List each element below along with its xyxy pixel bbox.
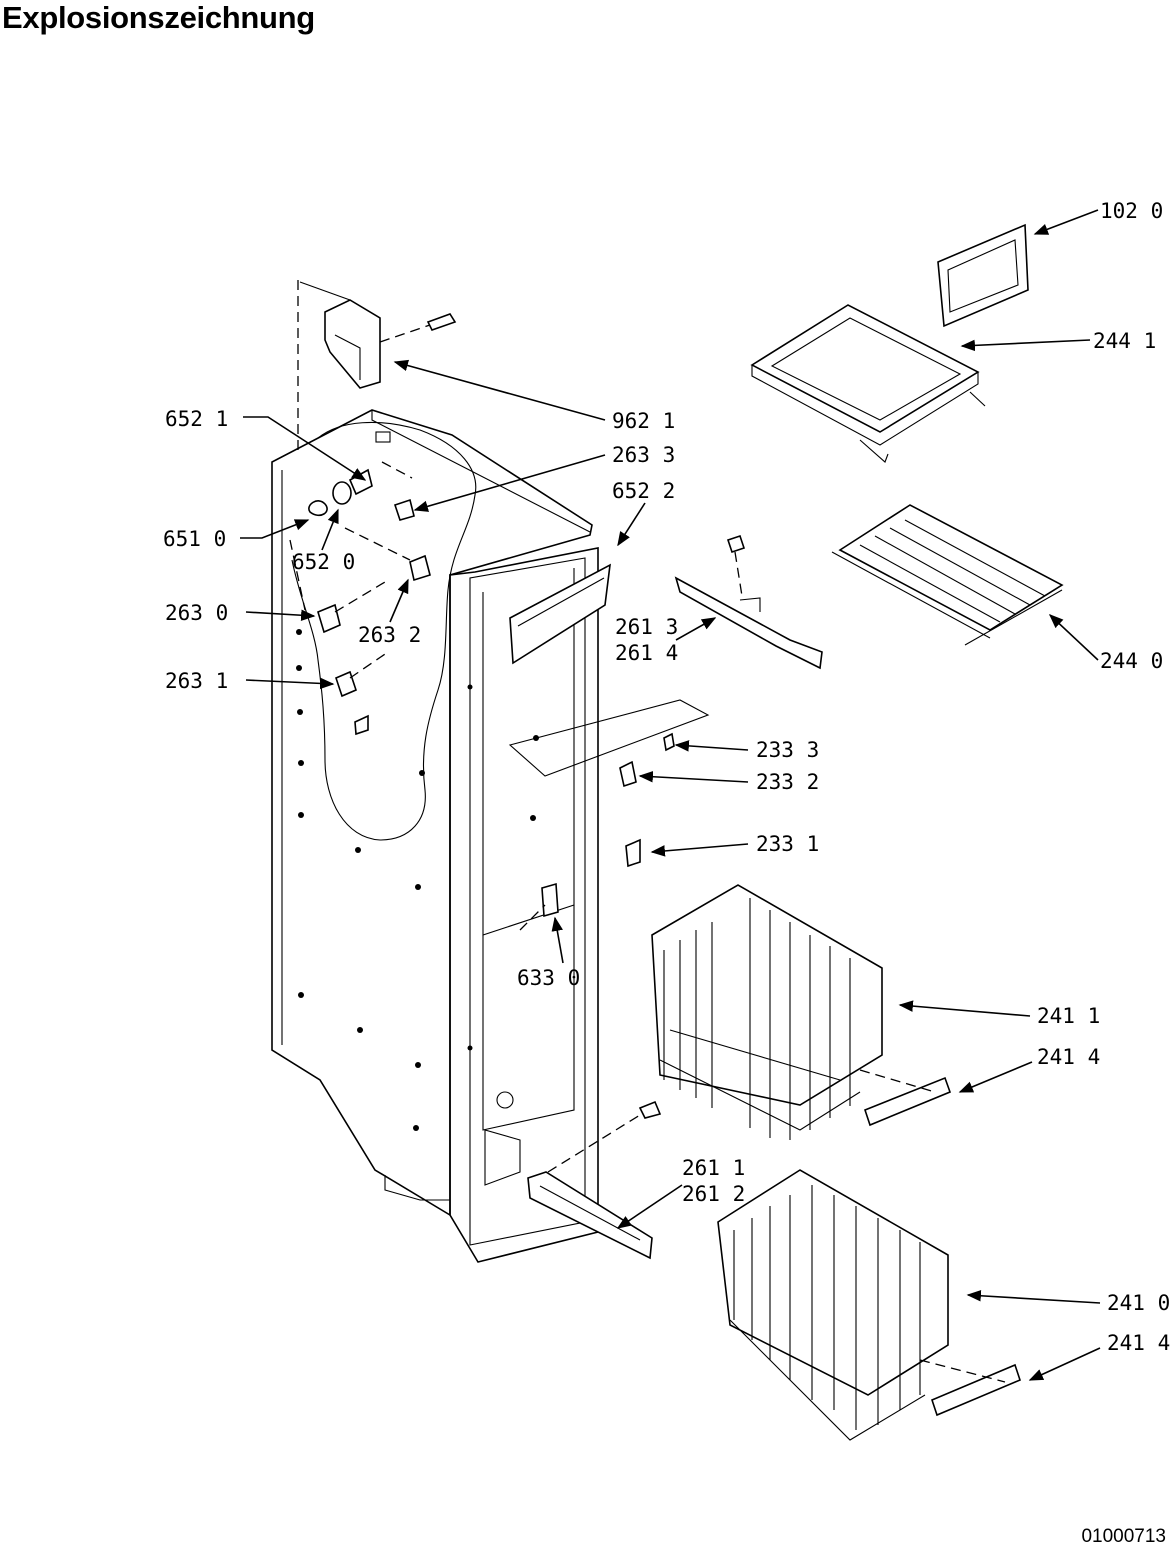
lamp-assembly [308,461,431,736]
callout-241-4-upper: 241 4 [1037,1045,1100,1069]
callout-263-0: 263 0 [165,601,228,625]
callout-261-1: 261 1 [682,1156,745,1180]
callout-652-0: 652 0 [292,550,355,574]
callout-244-1: 244 1 [1093,329,1156,353]
callout-233-1: 233 1 [756,832,819,856]
control-panel-parts [508,699,710,931]
bottom-front-trim [527,1100,662,1260]
upper-basket [651,884,952,1140]
callout-233-2: 233 2 [756,770,819,794]
callout-241-4-lower: 241 4 [1107,1331,1170,1355]
callout-244-0: 244 0 [1100,649,1163,673]
callout-652-1: 652 1 [165,407,228,431]
light-cover [509,563,611,665]
callout-233-3: 233 3 [756,738,819,762]
bracket-part [299,281,457,389]
leader-lines [240,209,1101,1381]
lower-basket [717,1169,1021,1441]
callout-261-4: 261 4 [615,641,678,665]
freezer-cabinet [271,280,599,1263]
callout-651-0: 651 0 [163,527,226,551]
callout-261-3: 261 3 [615,615,678,639]
callout-652-2: 652 2 [612,479,675,503]
wire-shelf [831,504,1064,646]
callout-263-2: 263 2 [358,623,421,647]
callout-241-1: 241 1 [1037,1004,1100,1028]
frame-part [937,223,1029,328]
callout-263-3: 263 3 [612,443,675,467]
callout-labels: 102 0 244 1 962 1 263 3 652 2 652 1 651 … [163,199,1170,1355]
document-id: 01000713 [1081,1526,1166,1547]
callout-962-1: 962 1 [612,409,675,433]
callout-263-1: 263 1 [165,669,228,693]
glass-shelf [750,304,986,463]
callout-261-2: 261 2 [682,1182,745,1206]
mounting-holes [296,629,539,1131]
callout-241-0: 241 0 [1107,1291,1170,1315]
page-title: Explosionszeichnung [2,0,315,35]
shelf-rail [674,534,823,670]
callout-633-0: 633 0 [517,966,580,990]
callout-102-0: 102 0 [1100,199,1163,223]
